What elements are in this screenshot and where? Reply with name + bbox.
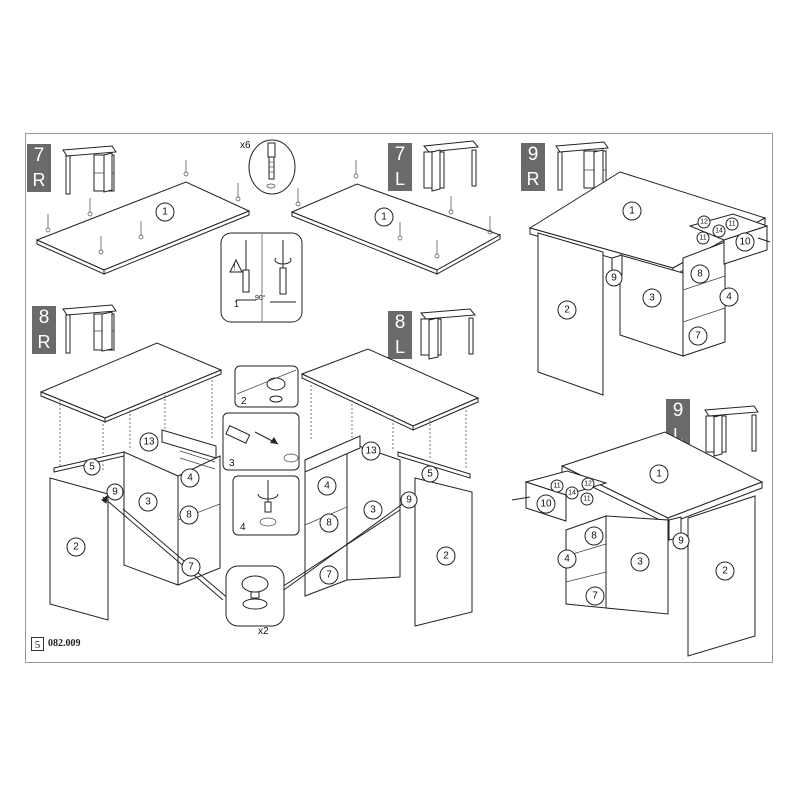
callout-tabletop: 1	[629, 206, 635, 217]
callout-center-panel: 3	[649, 293, 655, 304]
screw-detail: x6	[240, 139, 296, 195]
cam-sub-step-3: 3	[229, 458, 235, 469]
callout-drawer-bottom: 14	[715, 228, 723, 235]
step-7r-tabletop	[35, 160, 251, 275]
thumbnail-desk-9r	[555, 141, 609, 191]
step-9r-desk	[528, 171, 771, 396]
cam-quantity: x2	[258, 626, 269, 637]
step-8r-number-badge: 8	[32, 306, 56, 330]
step-7r-side-badge: R	[27, 168, 51, 192]
angle-label: 90°	[255, 294, 266, 302]
thumbnail-desk-left-doors	[423, 140, 479, 192]
callout-cabinet-side: 4	[324, 481, 330, 492]
callout-tabletop: 1	[381, 212, 387, 223]
svg-text:!: !	[234, 263, 236, 272]
step-7l-number-badge: 7	[388, 143, 412, 167]
page-number: 5	[31, 637, 44, 651]
callout-rear-rail: 5	[427, 469, 433, 480]
step-9r-side-badge: R	[521, 167, 545, 191]
callout-drawer-runner: 13	[143, 437, 155, 448]
thumbnail-desk-8r	[62, 304, 117, 354]
page-frame	[25, 133, 773, 663]
screwdriver-warning-detail: ! 1 90°	[220, 232, 303, 323]
callout-shelf: 8	[591, 531, 597, 542]
callout-center-panel: 3	[637, 557, 643, 568]
callout-connector: 9	[611, 273, 617, 284]
cam-sub-step-4: 4	[240, 522, 246, 533]
step-9l-desk	[511, 431, 764, 657]
callout-drawer-side: 11	[583, 496, 590, 503]
step-7l-tabletop	[290, 160, 502, 275]
callout-shelf: 8	[697, 269, 703, 280]
cam-sub-step-2: 2	[241, 396, 247, 407]
thumbnail-desk-9l	[704, 405, 759, 457]
step-8l-side-badge: L	[388, 335, 412, 359]
thumbnail-desk-8l	[419, 308, 477, 360]
callout-bottom-panel: 7	[326, 570, 332, 581]
callout-bottom-panel: 7	[592, 591, 598, 602]
callout-connector: 9	[678, 536, 684, 547]
callout-side-panel: 2	[722, 566, 728, 577]
callout-drawer-side: 11	[728, 221, 735, 228]
callout-drawer-front: 10	[739, 237, 751, 248]
callout-cabinet-side: 4	[564, 554, 570, 565]
step-9l-number-badge: 9	[666, 399, 690, 423]
cam-lock-qty-detail: x2	[225, 565, 285, 637]
step-7r-number-badge: 7	[27, 144, 51, 168]
callout-drawer-bottom: 14	[568, 490, 576, 497]
callout-rear-rail: 5	[89, 462, 95, 473]
callout-center-panel: 3	[370, 505, 376, 516]
cam-lock-detail-3: 3	[222, 412, 300, 471]
step-8l-number-badge: 8	[388, 311, 412, 335]
callout-drawer-back: 12	[584, 481, 592, 488]
screw-quantity: x6	[240, 140, 251, 151]
callout-side-panel: 2	[564, 305, 570, 316]
step-8r-exploded	[39, 342, 231, 621]
callout-tabletop: 1	[656, 469, 662, 480]
part-callouts: 1 1 1 2 3 4 7 8 9 10 11 11 12 14 2 3 4 5…	[66, 201, 755, 606]
warning-sub-step: 1	[234, 299, 239, 309]
callout-drawer-side: 11	[699, 235, 706, 242]
callout-shelf: 8	[326, 518, 332, 529]
step-8r-side-badge: R	[32, 330, 56, 354]
callout-cabinet-side: 4	[726, 292, 732, 303]
callout-cabinet-side: 4	[187, 473, 193, 484]
callout-bottom-panel: 7	[188, 562, 194, 573]
callout-connector: 9	[112, 487, 118, 498]
callout-connector: 9	[406, 495, 412, 506]
callout-side-panel: 2	[73, 542, 79, 553]
callout-drawer-side: 11	[553, 483, 560, 490]
callout-shelf: 8	[186, 510, 192, 521]
callout-tabletop: 1	[162, 207, 168, 218]
callout-center-panel: 3	[145, 497, 151, 508]
callout-drawer-back: 12	[700, 219, 708, 226]
cam-lock-detail-4: 4	[232, 475, 300, 536]
callout-drawer-runner: 13	[365, 446, 377, 457]
callout-side-panel: 2	[443, 551, 449, 562]
thumbnail-desk-right-doors	[62, 145, 117, 195]
cam-lock-detail-2: 2	[234, 365, 299, 408]
step-9r-number-badge: 9	[521, 143, 545, 167]
callout-bottom-panel: 7	[695, 331, 701, 342]
product-code: 082.009	[48, 638, 81, 649]
step-7l-side-badge: L	[388, 167, 412, 191]
callout-drawer-front: 10	[540, 499, 552, 510]
